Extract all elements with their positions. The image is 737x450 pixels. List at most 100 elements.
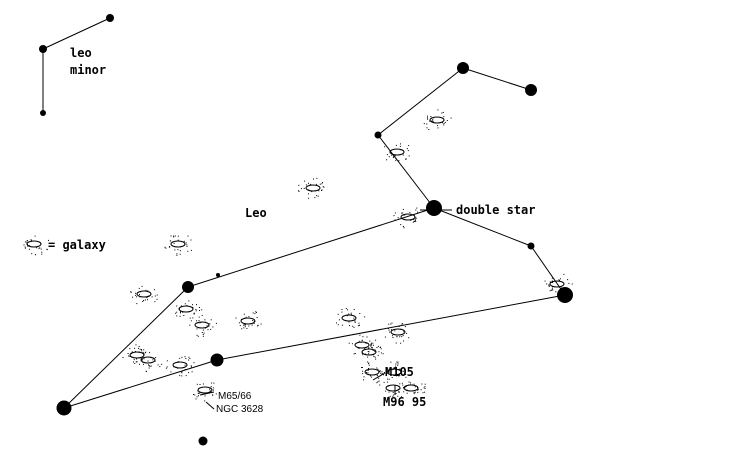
galaxy-dot: [353, 309, 355, 310]
galaxy-dot: [187, 250, 189, 252]
galaxy-dot: [354, 353, 356, 354]
galaxy-dot: [210, 328, 212, 330]
galaxy-dot: [260, 323, 262, 325]
galaxy-dot: [380, 348, 382, 350]
galaxy-dot: [415, 217, 417, 219]
galaxy-dot: [377, 354, 379, 356]
galaxy-dot: [424, 388, 426, 390]
galaxy-dot: [132, 296, 134, 298]
galaxy-dot: [134, 362, 136, 364]
galaxy-dot: [391, 377, 393, 378]
galaxy-dot: [351, 343, 353, 345]
galaxy-dot: [402, 384, 404, 386]
galaxy-dot: [179, 253, 181, 255]
galaxy-dot: [370, 375, 371, 377]
galaxy-dot: [396, 375, 397, 377]
galaxy-dot: [190, 366, 192, 368]
galaxy-dot: [366, 336, 368, 338]
galaxy-dot: [253, 322, 255, 324]
galaxy-dot: [308, 197, 310, 199]
galaxy-dot: [427, 117, 428, 119]
galaxy-dot: [39, 247, 41, 249]
galaxy-dot: [402, 208, 404, 210]
galaxy-dot: [215, 322, 217, 324]
galaxy-dot: [310, 183, 312, 185]
galaxy-dot: [368, 363, 369, 365]
galaxy-dot: [188, 359, 190, 361]
galaxy-dot: [388, 385, 390, 387]
galaxy-dot: [544, 280, 546, 282]
galaxy-dot: [568, 282, 570, 284]
galaxy-dot: [551, 277, 553, 279]
galaxy-dot: [413, 383, 415, 385]
galaxy-dot: [404, 214, 406, 216]
galaxy-dot: [394, 330, 396, 332]
galaxy-dot: [196, 328, 198, 330]
constellation-line: [433, 207, 532, 247]
galaxy-dot: [46, 249, 48, 251]
m96-95-label: M96 95: [383, 395, 427, 409]
galaxy-dot: [255, 311, 257, 313]
galaxy-symbol: [403, 384, 419, 392]
galaxy-dot: [135, 361, 137, 363]
galaxy-dot: [382, 353, 384, 355]
galaxy-legend-label: = galaxy: [48, 238, 106, 252]
galaxy-dot: [202, 383, 204, 385]
leo-minor-label-2: minor: [70, 63, 107, 77]
galaxy-dot: [31, 253, 33, 255]
galaxy-dot: [246, 328, 248, 329]
star: [106, 14, 114, 22]
galaxy-dot: [387, 378, 389, 380]
star: [457, 62, 469, 74]
galaxy-dot: [371, 346, 372, 348]
galaxy-dot: [321, 183, 323, 185]
galaxy-dot: [546, 283, 548, 285]
galaxy-dot: [413, 219, 415, 221]
galaxy-dot: [398, 375, 400, 377]
galaxy-dot: [202, 334, 204, 335]
galaxy-dot: [385, 390, 387, 392]
galaxy-dot: [195, 310, 197, 312]
galaxy-dot: [389, 395, 391, 397]
galaxy-dot: [176, 253, 178, 255]
galaxy-dot: [410, 382, 411, 384]
galaxy-dot: [398, 326, 400, 327]
galaxy-dot: [388, 323, 390, 325]
galaxy-dot: [184, 303, 186, 305]
galaxy-dot: [146, 296, 148, 298]
galaxy-dot: [127, 353, 129, 354]
galaxy-dot: [368, 351, 370, 353]
galaxy-dot: [143, 349, 145, 351]
galaxy-dot: [401, 323, 403, 325]
constellation-line: [377, 134, 435, 209]
galaxy-dot: [399, 383, 401, 385]
galaxy-dot: [371, 376, 373, 378]
galaxy-dot: [201, 314, 203, 316]
galaxy-dot: [196, 334, 198, 336]
galaxy-dot: [376, 367, 378, 369]
galaxy-dot: [26, 242, 28, 244]
galaxy-dot: [305, 184, 307, 186]
galaxy-dot: [180, 311, 181, 313]
galaxy-dot: [548, 286, 550, 287]
galaxy-dot: [392, 157, 394, 159]
galaxy-dot: [354, 321, 356, 323]
galaxy-dot: [215, 393, 217, 395]
galaxy-dot: [379, 371, 380, 372]
galaxy-dot: [313, 178, 314, 180]
galaxy-dot: [24, 247, 26, 249]
galaxy-dot: [204, 400, 206, 402]
galaxy-dot: [357, 325, 359, 327]
galaxy-dot: [415, 217, 417, 219]
galaxy-dot: [412, 221, 414, 223]
galaxy-dot: [397, 364, 399, 366]
galaxy-dot: [173, 242, 175, 244]
galaxy-dot: [417, 391, 419, 393]
galaxy-dot: [376, 382, 378, 384]
galaxy-dot: [444, 121, 446, 123]
galaxy-dot: [182, 311, 184, 313]
galaxy-dot: [376, 375, 378, 377]
galaxy-dot: [173, 236, 175, 238]
galaxy-dot: [399, 375, 401, 377]
constellation-line: [187, 207, 435, 288]
